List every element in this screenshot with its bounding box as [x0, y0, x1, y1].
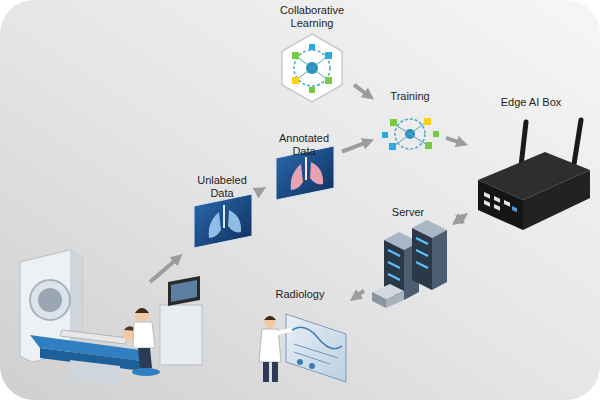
flow-arrow	[446, 138, 462, 143]
node-label: Edge AI Box	[468, 96, 594, 109]
flow-arrow	[354, 85, 369, 96]
node-label: Radiology	[250, 288, 350, 301]
picture-node: Collaborative Learning	[270, 4, 354, 104]
node-label: Unlabeled Data	[184, 174, 260, 200]
picture-node: Annotated Data	[266, 132, 342, 200]
server-racks	[372, 220, 447, 308]
radiologist-figure	[259, 314, 346, 382]
edge-box	[478, 120, 590, 230]
picture-node: Training	[374, 90, 446, 162]
scanner-scene	[20, 250, 202, 385]
xray-panel	[194, 194, 252, 248]
picture-node: Edge AI Box	[468, 96, 594, 236]
flow-arrow	[342, 142, 368, 152]
flow-arrow	[457, 217, 463, 222]
collaboration-icon	[282, 34, 342, 102]
node-label: Training	[374, 90, 446, 103]
picture-node: Server	[364, 206, 452, 310]
node-label: Server	[364, 206, 452, 219]
flow-arrow	[258, 188, 263, 192]
picture-node: Unlabeled Data	[184, 174, 260, 250]
flow-arrow	[355, 291, 364, 298]
training-icon	[382, 118, 439, 150]
node-label: Collaborative Learning	[270, 4, 354, 30]
node-label: Annotated Data	[266, 132, 342, 158]
picture-node: Radiology	[250, 288, 350, 388]
